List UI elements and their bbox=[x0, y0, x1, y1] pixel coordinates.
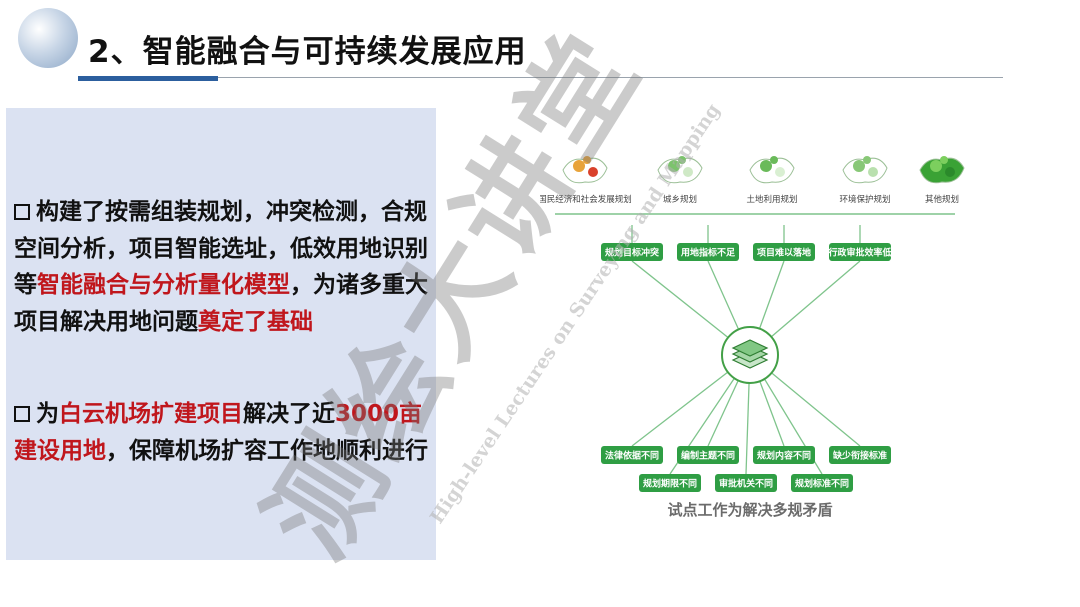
bullet-1-seg-2: ，为诸多重大项目解决用地问题 bbox=[14, 272, 428, 335]
title-underline-accent bbox=[78, 76, 218, 81]
multi-plan-diagram: 国民经济和社会发展规划 城乡规划 土地利用规划 环境保护规划 其他规划 规划目标冲突 用地… bbox=[540, 156, 965, 519]
plan-item: 国民经济和社会发展规划 bbox=[540, 156, 632, 205]
issue-label: 规划期限不同 bbox=[643, 478, 697, 490]
plan-label: 国民经济和社会发展规划 bbox=[540, 194, 632, 205]
top-issue-node: 规划目标冲突 bbox=[601, 243, 663, 261]
checkbox-square-icon bbox=[14, 204, 30, 220]
text-panel bbox=[6, 108, 436, 560]
bullet-2-seg-0: 为 bbox=[36, 401, 59, 427]
bullet-1-seg-0: 构建了按需组装规划，冲突检测，合规空间分析，项目智能选址，低效用地识别等 bbox=[14, 199, 428, 298]
plan-item: 环境保护规划 bbox=[839, 156, 891, 205]
map-region-icon bbox=[562, 156, 608, 184]
issue-label: 法律依据不同 bbox=[605, 450, 659, 462]
plan-label: 环境保护规划 bbox=[839, 194, 890, 205]
issue-label: 规划目标冲突 bbox=[605, 247, 659, 259]
bullet-2: 为白云机场扩建项目解决了近3000亩建设用地，保障机场扩容工作地顺利进行 bbox=[14, 396, 434, 469]
bottom-issue-node: 缺少衔接标准 bbox=[829, 446, 891, 464]
issue-label: 审批机关不同 bbox=[719, 478, 773, 490]
plan-label: 土地利用规划 bbox=[746, 194, 797, 205]
bullet-2-seg-2: 解决了近 bbox=[243, 401, 335, 427]
bottom-issue-node: 编制主题不同 bbox=[677, 446, 739, 464]
issue-label: 编制主题不同 bbox=[681, 450, 735, 462]
plan-item: 土地利用规划 bbox=[746, 156, 798, 205]
map-region-icon bbox=[842, 156, 888, 184]
bullet-2-seg-3: 3000亩建设用地 bbox=[14, 401, 423, 464]
plan-label: 城乡规划 bbox=[663, 194, 697, 205]
issue-label: 缺少衔接标准 bbox=[832, 450, 887, 462]
checkbox-square-icon bbox=[14, 406, 30, 422]
map-region-icon bbox=[919, 156, 965, 184]
top-issue-node: 用地指标不足 bbox=[677, 243, 739, 261]
top-issue-node: 行政审批效率低 bbox=[827, 243, 892, 261]
corner-decoration-orb bbox=[18, 8, 78, 68]
issue-label: 用地指标不足 bbox=[680, 247, 736, 259]
bottom-issue-node: 规划期限不同 bbox=[639, 474, 701, 492]
bottom-issue-node: 审批机关不同 bbox=[715, 474, 777, 492]
bullet-1-seg-3: 奠定了基础 bbox=[198, 308, 313, 335]
issue-label: 行政审批效率低 bbox=[827, 247, 891, 259]
map-region-icon bbox=[657, 156, 703, 184]
plan-item: 城乡规划 bbox=[657, 156, 703, 205]
plan-label: 其他规划 bbox=[925, 194, 959, 205]
bottom-issue-node: 法律依据不同 bbox=[601, 446, 663, 464]
bottom-issue-node: 规划内容不同 bbox=[753, 446, 815, 464]
bottom-issue-node: 规划标准不同 bbox=[791, 474, 853, 492]
top-issue-node: 项目难以落地 bbox=[753, 243, 815, 261]
issue-label: 规划标准不同 bbox=[795, 478, 849, 490]
issue-label: 项目难以落地 bbox=[757, 247, 811, 259]
bullet-1-seg-1: 智能融合与分析量化模型 bbox=[37, 272, 290, 298]
center-hub bbox=[721, 326, 779, 384]
bullet-2-seg-1: 白云机场扩建项目 bbox=[59, 401, 243, 427]
title-underline bbox=[78, 77, 1003, 78]
bullet-2-seg-4: ，保障机场扩容工作地顺利进行 bbox=[106, 437, 428, 464]
map-region-icon bbox=[749, 156, 795, 184]
slide-title: 2、智能融合与可持续发展应用 bbox=[88, 34, 527, 70]
issue-label: 规划内容不同 bbox=[757, 450, 811, 462]
diagram-caption: 试点工作为解决多规矛盾 bbox=[667, 501, 832, 519]
plan-item: 其他规划 bbox=[919, 156, 965, 205]
bullet-1: 构建了按需组装规划，冲突检测，合规空间分析，项目智能选址，低效用地识别等智能融合… bbox=[14, 194, 434, 340]
